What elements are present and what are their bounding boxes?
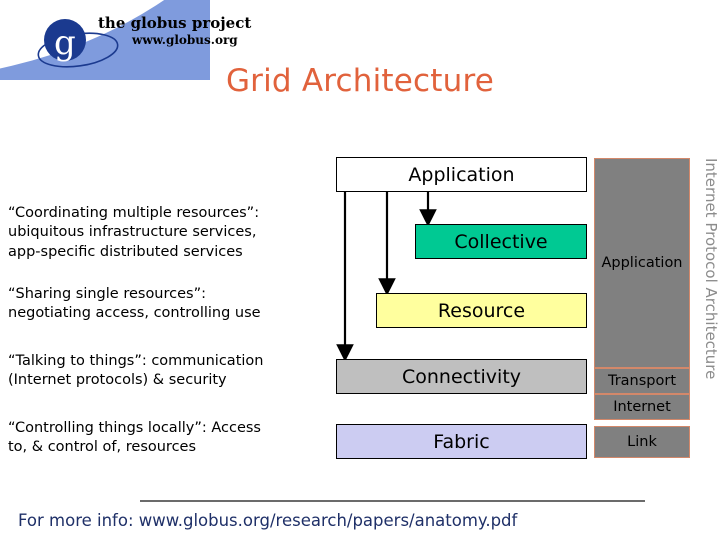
grid-layer-collective[interactable]: Collective [415,224,587,259]
logo-circle [44,19,86,61]
description-fabric: “Controlling things locally”: Access to,… [8,419,338,458]
page-title: Grid Architecture [225,63,495,99]
footer-info-text: For more info: www.globus.org/research/p… [18,511,518,530]
logo-letter-g: g [54,23,76,63]
description-line: “Controlling things locally”: Access [8,420,261,436]
logo-tagline-1: the globus project [98,14,251,32]
ip-layer-internet[interactable]: Internet [594,394,690,420]
description-line: to, & control of, resources [8,439,197,456]
ip-architecture-vertical-label: Internet Protocol Architecture [702,158,720,380]
description-line: “Coordinating multiple resources”: [8,205,260,221]
description-line: app-specific distributed services [8,243,243,260]
description-line: (Internet protocols) & security [8,372,227,389]
logo-tagline-2: www.globus.org [131,33,238,47]
grid-layer-connectivity[interactable]: Connectivity [336,359,587,394]
footer-divider [140,500,645,502]
description-line: “Sharing single resources”: [8,286,206,302]
grid-layer-resource[interactable]: Resource [376,293,587,328]
description-line: ubiquitous infrastructure services, [8,224,257,241]
ip-layer-link[interactable]: Link [594,426,690,458]
grid-layer-fabric[interactable]: Fabric [336,424,587,459]
ip-layer-application[interactable]: Application [594,158,690,368]
description-connectivity: “Talking to things”: communication (Inte… [8,352,338,391]
description-line: “Talking to things”: communication [8,353,264,369]
grid-layer-application[interactable]: Application [336,157,587,192]
description-collective: “Coordinating multiple resources”: ubiqu… [8,204,338,262]
globus-logo: g the globus project www.globus.org [30,12,260,74]
description-line: negotiating access, controlling use [8,305,261,322]
ip-layer-transport[interactable]: Transport [594,368,690,394]
description-resource: “Sharing single resources”: negotiating … [8,285,338,324]
